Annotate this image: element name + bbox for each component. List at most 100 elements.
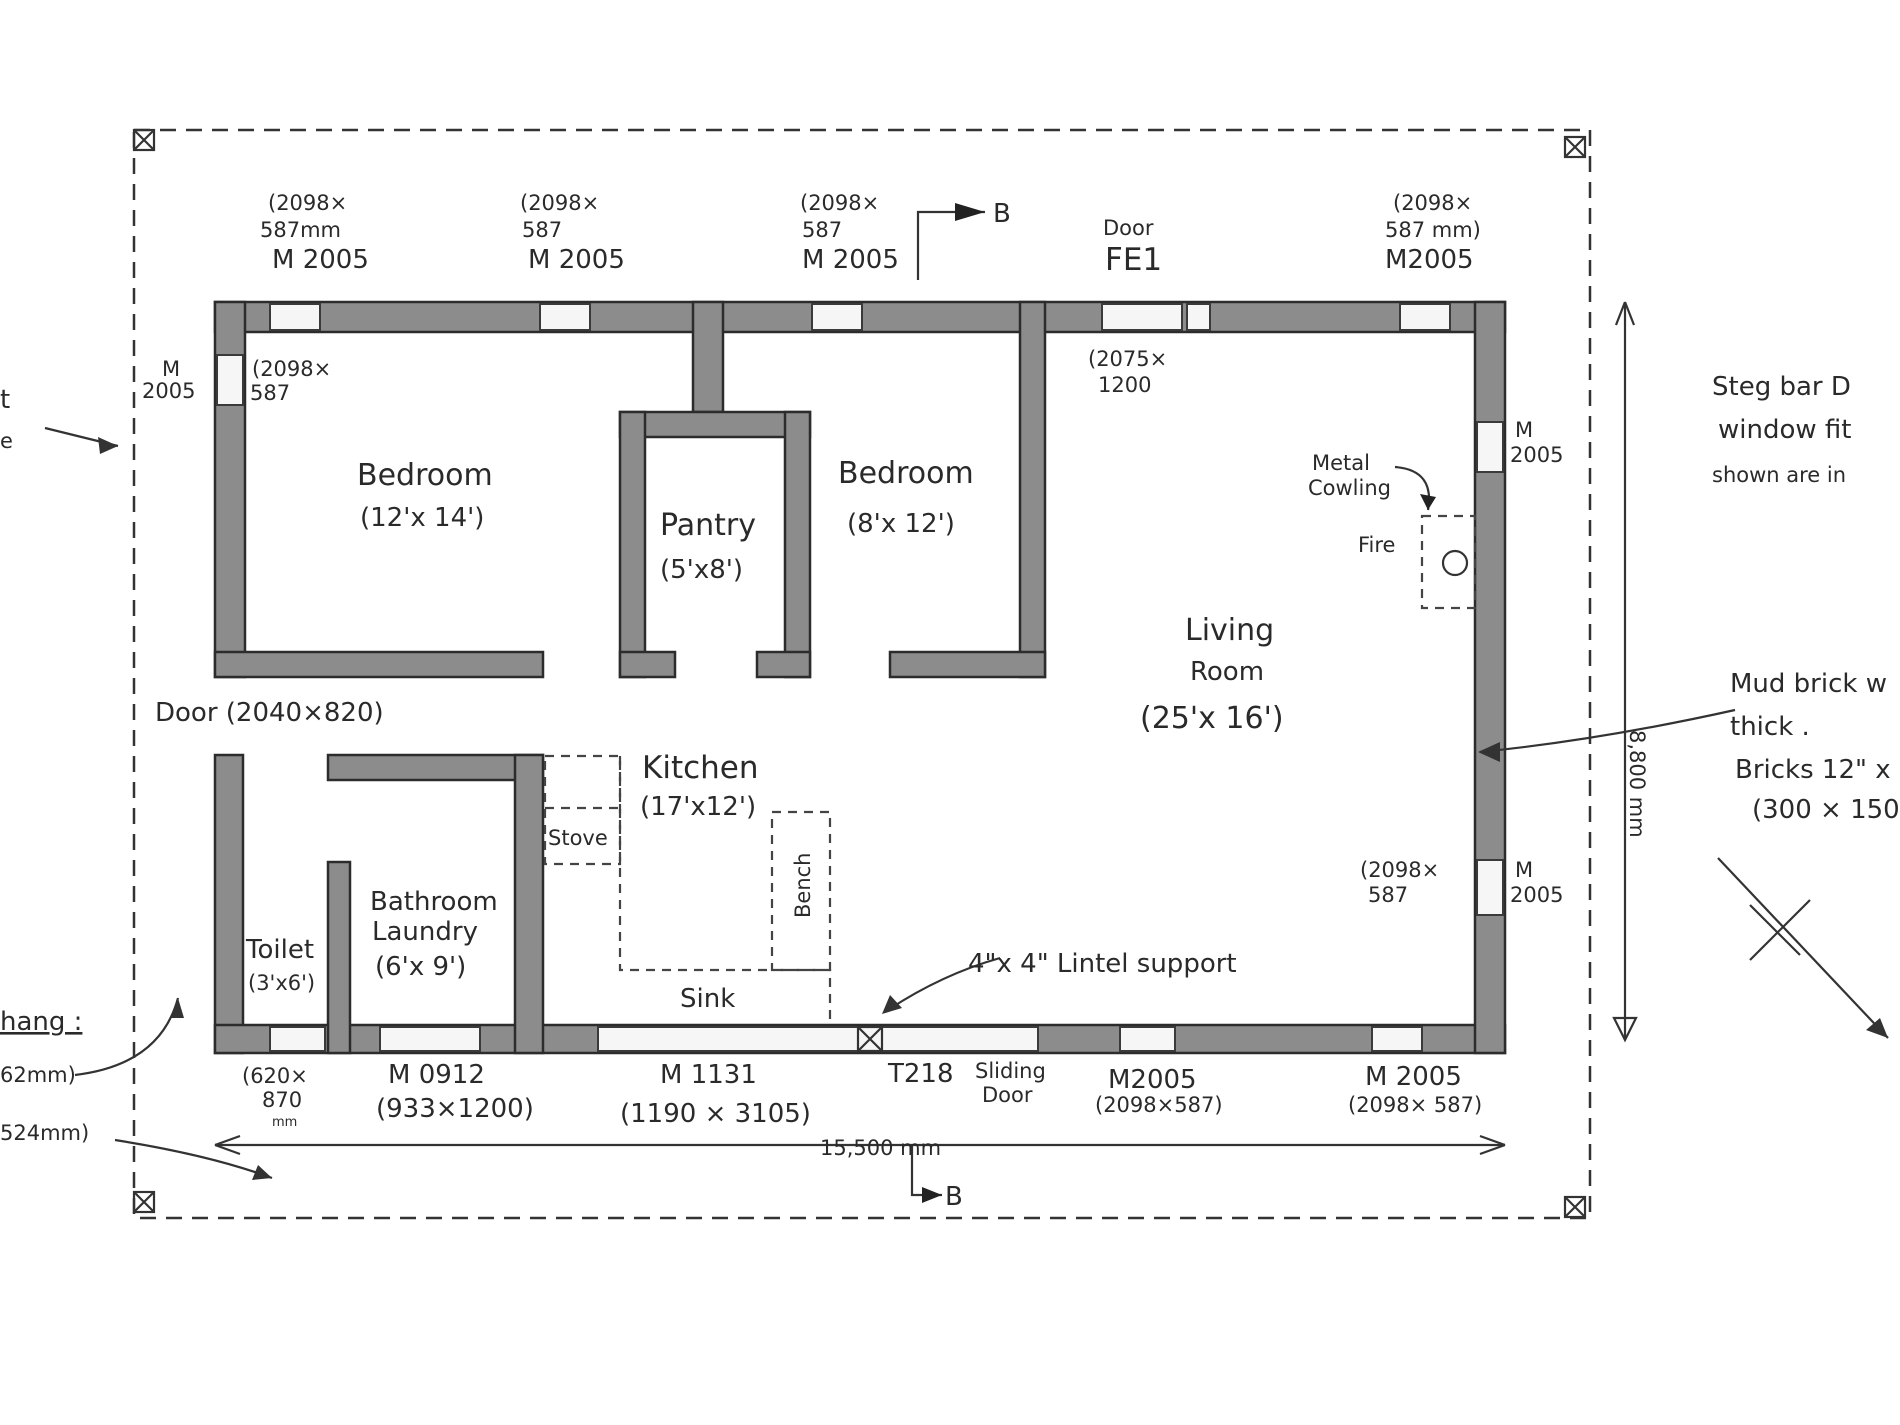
svg-text:Sliding: Sliding xyxy=(975,1059,1046,1083)
svg-text:(2098×: (2098× xyxy=(520,191,599,215)
svg-text:Kitchen: Kitchen xyxy=(642,750,759,786)
lintel-support-label: 4"x 4" Lintel support xyxy=(968,949,1237,979)
room-bathroom-laundry: Bathroom Laundry (6'x 9') xyxy=(370,887,498,982)
svg-text:M 2005: M 2005 xyxy=(802,245,899,275)
svg-text:(2098×: (2098× xyxy=(1360,858,1439,882)
living-window-label: (2075× 1200 xyxy=(1088,347,1167,397)
room-bedroom-main: Bedroom (12'x 14') xyxy=(357,458,493,533)
room-living: Living Room (25'x 16') xyxy=(1140,613,1284,736)
svg-text:Mud brick w: Mud brick w xyxy=(1730,669,1887,699)
svg-text:587: 587 xyxy=(522,218,562,242)
svg-text:62mm): 62mm) xyxy=(0,1063,76,1087)
svg-text:587mm: 587mm xyxy=(260,218,341,242)
svg-text:2005: 2005 xyxy=(1510,883,1563,907)
section-marker-bottom xyxy=(910,1145,942,1203)
svg-text:M: M xyxy=(1515,418,1533,442)
svg-text:(3'x6'): (3'x6') xyxy=(248,971,315,995)
svg-text:M 2005: M 2005 xyxy=(528,245,625,275)
svg-text:Toilet: Toilet xyxy=(245,935,314,965)
fire-circle xyxy=(1441,549,1469,577)
svg-text:(620×: (620× xyxy=(242,1064,308,1088)
svg-text:(25'x 16'): (25'x 16') xyxy=(1140,701,1284,736)
fire-label: Fire xyxy=(1358,533,1395,557)
room-toilet: Toilet (3'x6') xyxy=(245,935,315,995)
top-window-label-1: (2098× 587mm M 2005 xyxy=(260,191,369,275)
leader-arrows xyxy=(44,426,1889,1180)
left-margin-notes: t e hang : 62mm) 524mm) xyxy=(0,385,89,1145)
svg-text:(933×1200): (933×1200) xyxy=(376,1094,534,1124)
svg-text:Bathroom: Bathroom xyxy=(370,887,498,917)
width-dimension-label: 15,500 mm xyxy=(820,1136,941,1160)
svg-text:870: 870 xyxy=(262,1088,302,1112)
interior-walls xyxy=(213,300,1047,1055)
fire-outline xyxy=(1420,514,1477,610)
door-label: Door (2040×820) xyxy=(155,698,384,728)
svg-text:M 1131: M 1131 xyxy=(660,1060,757,1090)
svg-text:587: 587 xyxy=(250,381,290,405)
svg-text:hang :: hang : xyxy=(0,1007,82,1037)
bottom-label-toilet-window: (620× 870 mm xyxy=(242,1064,308,1130)
svg-text:2005: 2005 xyxy=(1510,443,1563,467)
bench-outline xyxy=(770,810,832,972)
svg-text:M2005: M2005 xyxy=(1108,1065,1197,1095)
bottom-label-kitchen-window: M 1131 (1190 × 3105) xyxy=(620,1060,811,1129)
svg-text:(2098×587): (2098×587) xyxy=(1095,1093,1223,1117)
svg-text:(5'x8'): (5'x8') xyxy=(660,555,743,585)
stove-label: Stove xyxy=(548,826,608,850)
metal-cowling-label-2: Cowling xyxy=(1308,476,1391,500)
bottom-label-bathroom-window: M 0912 (933×1200) xyxy=(376,1060,534,1124)
svg-text:(300 × 150: (300 × 150 xyxy=(1752,795,1900,825)
svg-text:Bedroom: Bedroom xyxy=(357,458,493,493)
svg-text:(2098× 587): (2098× 587) xyxy=(1348,1093,1482,1117)
lintel-post-marker xyxy=(856,1025,884,1053)
svg-text:587 mm): 587 mm) xyxy=(1385,218,1481,242)
svg-text:587: 587 xyxy=(802,218,842,242)
right-margin-notes: Steg bar D window fit shown are in Mud b… xyxy=(1712,372,1900,825)
height-dimension-line xyxy=(1612,301,1638,1043)
svg-text:mm: mm xyxy=(272,1115,297,1130)
room-kitchen: Kitchen (17'x12') xyxy=(640,750,759,822)
right-window-label-lower: M 2005 (2098× 587 xyxy=(1360,858,1563,907)
svg-text:(2075×: (2075× xyxy=(1088,347,1167,371)
top-window-label-5: (2098× 587 mm) M2005 xyxy=(1385,191,1481,275)
svg-text:Door: Door xyxy=(1103,216,1154,240)
room-bedroom-second: Bedroom (8'x 12') xyxy=(838,456,974,539)
svg-text:M 2005: M 2005 xyxy=(1365,1062,1462,1092)
svg-text:FE1: FE1 xyxy=(1105,242,1162,278)
svg-text:587: 587 xyxy=(1368,883,1408,907)
metal-cowling-label-1: Metal xyxy=(1312,451,1370,475)
svg-text:e: e xyxy=(0,429,13,453)
right-window-label-upper: M 2005 xyxy=(1510,418,1563,467)
section-marker-bottom-label: B xyxy=(945,1182,963,1212)
svg-text:Bedroom: Bedroom xyxy=(838,456,974,491)
svg-text:M2005: M2005 xyxy=(1385,245,1474,275)
svg-text:shown are in: shown are in xyxy=(1712,463,1846,487)
svg-text:524mm): 524mm) xyxy=(0,1121,89,1145)
sink-label: Sink xyxy=(680,984,735,1014)
bench-label: Bench xyxy=(791,853,815,919)
bottom-label-living-window-2: M 2005 (2098× 587) xyxy=(1348,1062,1482,1117)
svg-text:window fit: window fit xyxy=(1718,415,1851,445)
corner-post-markers xyxy=(132,128,1587,1219)
svg-text:(1190 × 3105): (1190 × 3105) xyxy=(620,1099,811,1129)
svg-text:(2098×: (2098× xyxy=(252,357,331,381)
svg-text:Room: Room xyxy=(1190,657,1264,687)
svg-text:thick .: thick . xyxy=(1730,712,1810,742)
svg-text:(2098×: (2098× xyxy=(1393,191,1472,215)
svg-text:M 0912: M 0912 xyxy=(388,1060,485,1090)
svg-text:(2098×: (2098× xyxy=(800,191,879,215)
section-marker-top xyxy=(916,203,985,280)
kitchen-counter-outline xyxy=(618,756,832,1025)
svg-text:2005: 2005 xyxy=(142,379,195,403)
svg-text:Door: Door xyxy=(982,1083,1033,1107)
bottom-label-t218: T218 xyxy=(887,1059,954,1089)
top-door-label: Door FE1 xyxy=(1103,216,1162,278)
svg-text:Bricks 12" x: Bricks 12" x xyxy=(1735,755,1891,785)
svg-text:t: t xyxy=(0,385,10,415)
svg-text:1200: 1200 xyxy=(1098,373,1151,397)
svg-text:(17'x12'): (17'x12') xyxy=(640,792,756,822)
bottom-label-living-window-1: M2005 (2098×587) xyxy=(1095,1065,1223,1117)
svg-text:Living: Living xyxy=(1185,613,1274,648)
svg-text:(12'x 14'): (12'x 14') xyxy=(360,503,484,533)
